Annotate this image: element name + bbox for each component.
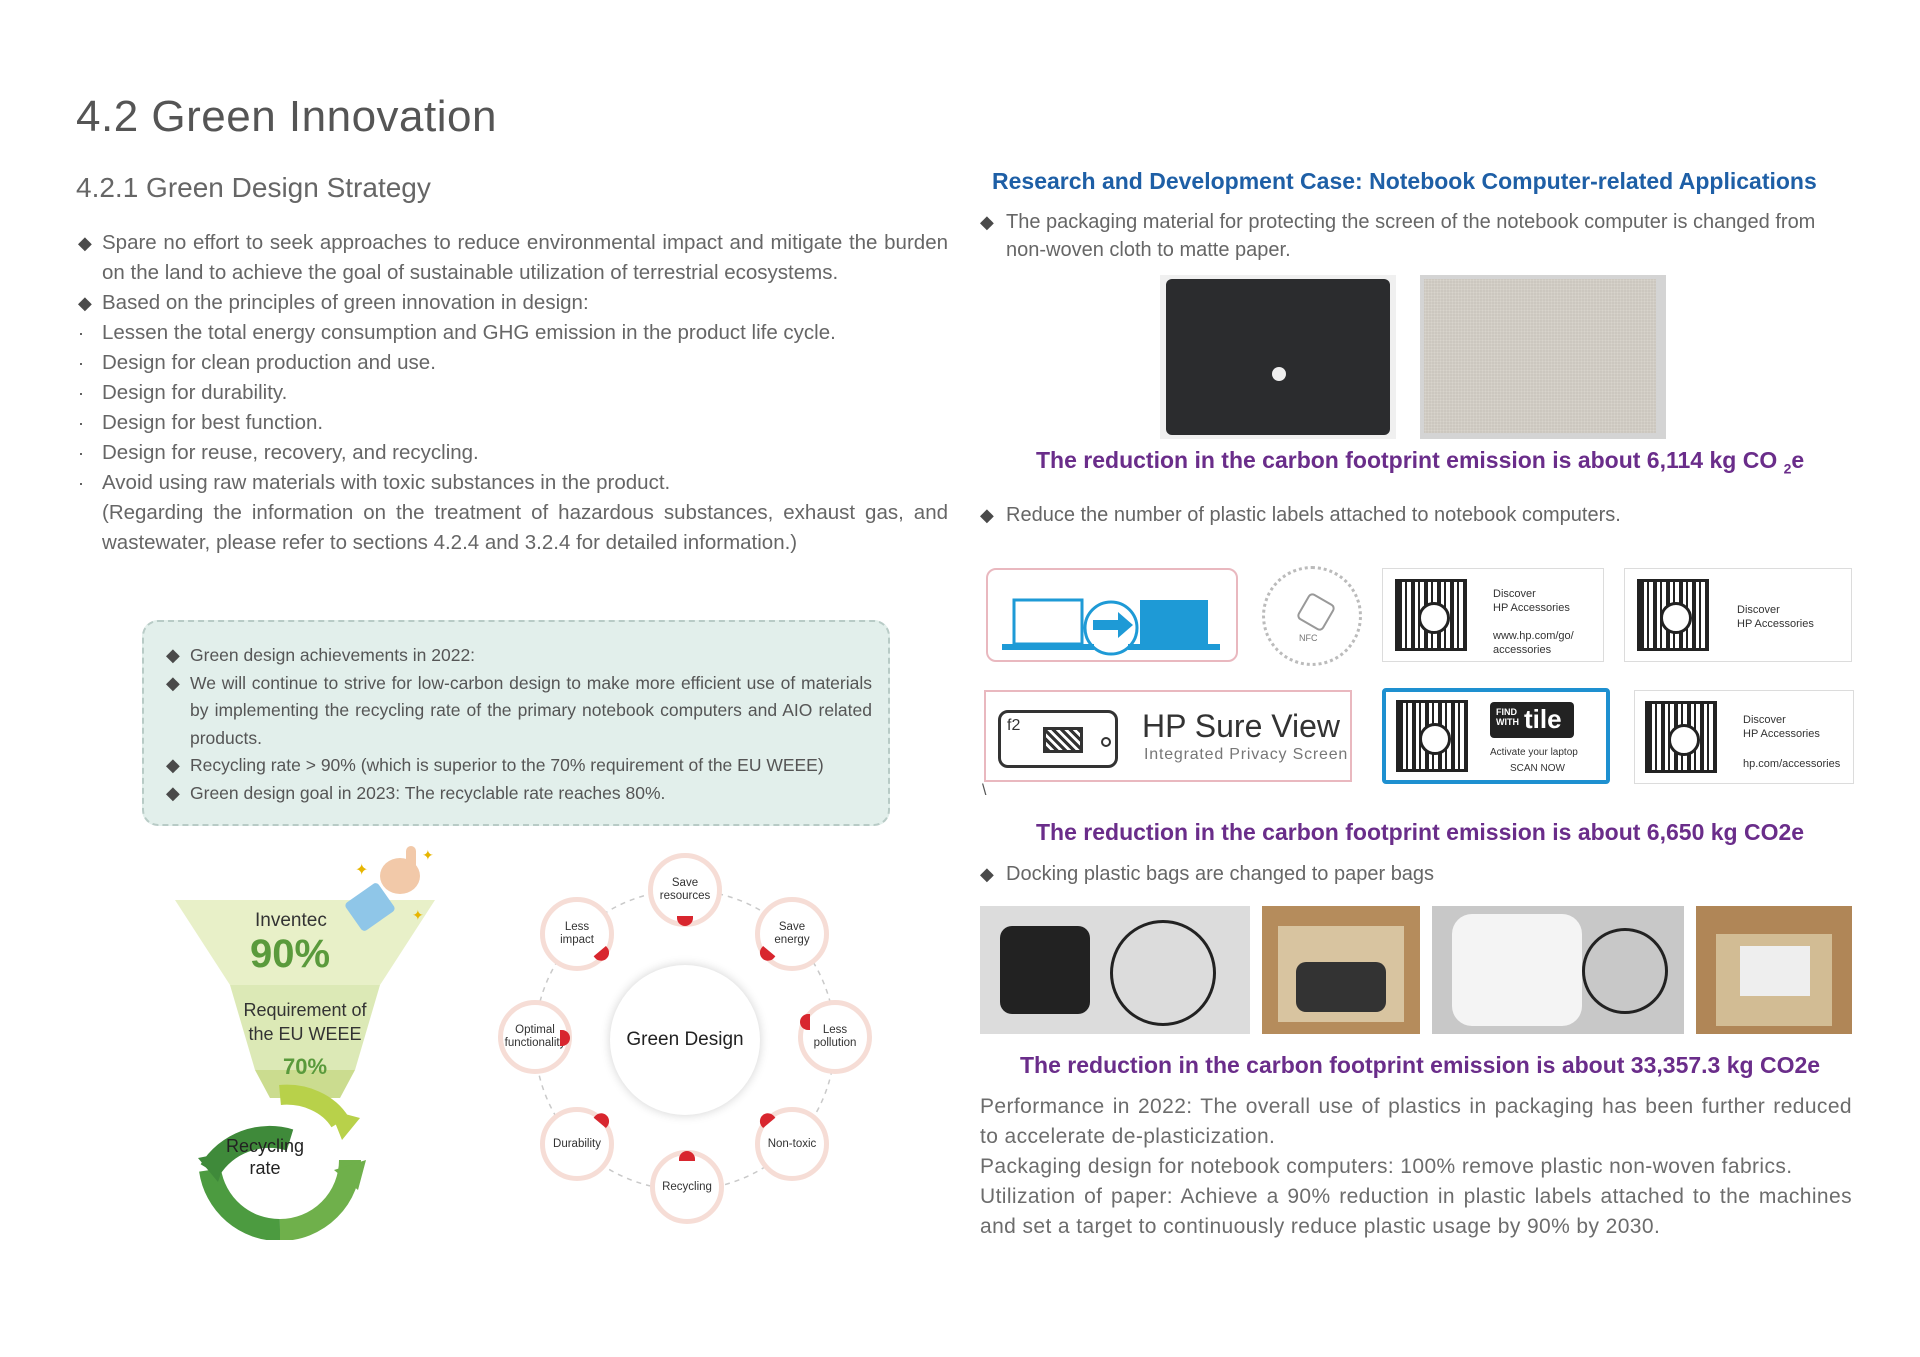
case2-text: ◆Reduce the number of plastic labels att… [980, 501, 1860, 529]
case3-text: ◆Docking plastic bags are changed to pap… [980, 860, 1860, 888]
result3-text: The reduction in the carbon footprint em… [1020, 1052, 1821, 1078]
box-line: ◆Recycling rate > 90% (which is superior… [166, 752, 872, 780]
svg-text:✦: ✦ [412, 907, 424, 923]
sure-view-subtitle: Integrated Privacy Screen [1144, 746, 1349, 763]
list-item: ·Design for best function. [78, 408, 948, 438]
docking-paper-bag-photo [1432, 906, 1684, 1034]
box-line: ◆Green design achievements in 2022: [166, 642, 872, 670]
diamond-icon: ◆ [166, 755, 180, 775]
inventec-value: 90% [250, 932, 331, 976]
matte-paper-photo [1420, 275, 1666, 439]
docking-box-photo-2 [1696, 906, 1852, 1034]
laptop-transfer-icon [1002, 598, 1220, 656]
diamond-icon: ◆ [980, 864, 994, 884]
diamond-icon: ◆ [78, 293, 92, 313]
tile-label: FIND WITH tile Activate your laptop SCAN… [1382, 688, 1610, 784]
non-woven-cloth-photo [1160, 275, 1396, 439]
recycling-rate-label-2: rate [249, 1158, 281, 1178]
eu-weee-label-2: the EU WEEE [248, 1024, 362, 1044]
hp-accessories-label-2: Discover HP Accessories [1624, 568, 1852, 662]
diamond-icon: ◆ [980, 212, 994, 232]
dot-icon: · [78, 473, 84, 493]
qr-code-icon [1395, 579, 1467, 651]
list-item: ·Design for durability. [78, 378, 948, 408]
sure-view-label: f2 HP Sure View Integrated Privacy Scree… [984, 690, 1352, 782]
achievement-box: ◆Green design achievements in 2022: ◆We … [142, 620, 890, 826]
dot-icon: · [78, 383, 84, 403]
svg-text:✦: ✦ [355, 862, 368, 879]
hp-accessories-label-3: Discover HP Accessories hp.com/accessori… [1634, 690, 1854, 784]
diamond-icon: ◆ [78, 233, 92, 253]
laptop-label-card [986, 568, 1238, 662]
sure-view-title: HP Sure View [1142, 708, 1341, 744]
node-non-toxic: Non-toxic [755, 1107, 829, 1181]
qr-code-icon [1637, 579, 1709, 651]
strategy-text: ◆Spare no effort to seek approaches to r… [78, 228, 948, 558]
diamond-icon: ◆ [166, 672, 180, 693]
node-less-impact: Less impact [540, 897, 614, 971]
nfc-icon [1295, 591, 1337, 633]
node-save-energy: Save energy [755, 897, 829, 971]
node-less-pollution: Less pollution [798, 1000, 872, 1074]
node-optimal-functionality: Optimal functionality [498, 1000, 572, 1074]
section-subtitle: 4.2.1 Green Design Strategy [76, 172, 431, 203]
list-item: ·Avoid using raw materials with toxic su… [78, 468, 948, 498]
result1-text: The reduction in the carbon footprint em… [1036, 447, 1805, 477]
diamond-icon: ◆ [166, 782, 180, 803]
hp-accessories-label-1: Discover HP Accessories www.hp.com/go/ a… [1382, 568, 1604, 662]
bullet-paragraph: ◆Spare no effort to seek approaches to r… [78, 228, 948, 288]
docking-plastic-bag-photo [980, 906, 1250, 1034]
node-recycling: Recycling [650, 1150, 724, 1224]
node-durability: Durability [540, 1107, 614, 1181]
qr-code-icon [1396, 700, 1468, 772]
dot-icon: · [78, 323, 84, 343]
eu-weee-label-1: Requirement of [243, 1000, 367, 1020]
nfc-icon-text: NFC [1299, 633, 1318, 643]
list-item: ·Design for reuse, recovery, and recycli… [78, 438, 948, 468]
dot-icon: · [78, 413, 84, 433]
list-item: ·Design for clean production and use. [78, 348, 948, 378]
svg-text:✦: ✦ [422, 847, 434, 863]
recycling-funnel: ✦ ✦ ✦ Inventec 90% Requirement of the EU… [170, 840, 470, 1242]
result2-text: The reduction in the carbon footprint em… [1036, 819, 1805, 845]
funnel-graphic: ✦ ✦ ✦ [175, 846, 435, 1242]
bullet-paragraph: ◆Based on the principles of green innova… [78, 288, 948, 318]
diamond-icon: ◆ [166, 645, 180, 665]
page-title: 4.2 Green Innovation [76, 92, 497, 141]
dot-icon: · [78, 353, 84, 373]
note-text: (Regarding the information on the treatm… [102, 501, 948, 554]
dot-icon: · [78, 443, 84, 463]
stray-mark: \ [982, 782, 987, 799]
case-title: Research and Development Case: Notebook … [992, 168, 1817, 194]
inventec-label: Inventec [255, 910, 327, 931]
node-save-resources: Save resources [648, 853, 722, 927]
f2-key-icon: f2 [998, 710, 1118, 768]
tile-logo: FIND WITH tile [1490, 702, 1574, 738]
green-design-cycle: Green Design Save resources Save energy … [490, 845, 880, 1235]
box-line: ◆We will continue to strive for low-carb… [166, 670, 872, 753]
recycling-rate-label-1: Recycling [225, 1136, 305, 1156]
list-item: ·Lessen the total energy consumption and… [78, 318, 948, 348]
thumbs-up-icon: ✦ ✦ ✦ [345, 846, 434, 931]
box-line: ◆Green design goal in 2023: The recyclab… [166, 780, 872, 808]
qr-code-icon [1645, 701, 1717, 773]
eu-weee-value: 70% [282, 1054, 328, 1079]
nfc-label-card: NFC [1262, 566, 1362, 666]
diamond-icon: ◆ [980, 505, 994, 525]
docking-box-photo-1 [1262, 906, 1420, 1034]
performance-text: Performance in 2022: The overall use of … [980, 1095, 1852, 1238]
case1-text: ◆The packaging material for protecting t… [980, 208, 1860, 264]
cycle-center: Green Design [610, 965, 760, 1115]
